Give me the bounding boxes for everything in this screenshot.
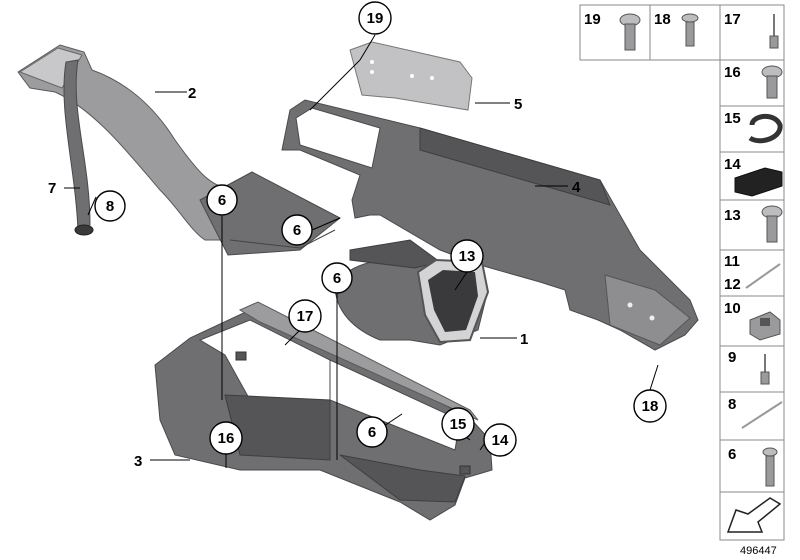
key-label-14: 14: [724, 156, 741, 173]
key-label-13: 13: [724, 207, 741, 224]
key-label-8: 8: [728, 396, 736, 413]
svg-text:17: 17: [297, 308, 314, 325]
svg-text:6: 6: [293, 222, 301, 239]
circled-callout-6: 6: [206, 184, 238, 216]
clamp-icon: [748, 113, 783, 144]
circled-callout-13: 13: [450, 239, 484, 273]
screw-icon: [761, 65, 783, 99]
screw-icon: [681, 13, 699, 47]
rivet-icon: [769, 14, 779, 49]
svg-text:16: 16: [218, 430, 235, 447]
key-label-6: 6: [728, 446, 736, 463]
svg-text:8: 8: [106, 198, 114, 215]
circled-callout-6: 6: [321, 262, 353, 294]
svg-text:6: 6: [218, 192, 226, 209]
svg-text:14: 14: [492, 432, 509, 449]
svg-text:15: 15: [450, 416, 467, 433]
cable-tie-icon: [745, 263, 781, 289]
circled-callout-14: 14: [483, 423, 517, 457]
clip-nut-icon: [749, 311, 781, 341]
screw-icon: [761, 205, 783, 243]
svg-text:19: 19: [367, 10, 384, 27]
foam-block-icon: [734, 167, 783, 197]
key-label-10: 10: [724, 300, 741, 317]
screw-icon: [619, 13, 641, 51]
callout-2: 2: [188, 85, 196, 102]
part-foam-strip: [349, 41, 473, 111]
leader-lines: [64, 34, 659, 468]
diagram-id: 496447: [740, 545, 777, 557]
key-label-12: 12: [724, 276, 741, 293]
callout-5: 5: [514, 96, 522, 113]
circled-callout-6: 6: [356, 416, 388, 448]
callout-4: 4: [572, 179, 581, 196]
key-label-17: 17: [724, 11, 741, 28]
key-label-16: 16: [724, 64, 741, 81]
part-hose: [63, 59, 94, 236]
callout-1: 1: [520, 331, 528, 348]
circled-callout-16: 16: [209, 421, 243, 455]
svg-text:6: 6: [368, 424, 376, 441]
part-outlet-duct: [334, 239, 490, 346]
key-label-11: 11: [724, 253, 740, 270]
key-label-18: 18: [654, 11, 671, 28]
key-label-19: 19: [584, 11, 601, 28]
circled-callout-19: 19: [358, 1, 392, 35]
key-label-15: 15: [724, 110, 741, 127]
circled-callout-17: 17: [288, 299, 322, 333]
key-panel: 19 18 17 16 15 14 13 11: [579, 4, 785, 541]
key-label-9: 9: [728, 349, 736, 366]
arrow-icon: [726, 497, 782, 533]
circled-callout-18: 18: [633, 389, 667, 423]
callout-7: 7: [48, 180, 56, 197]
svg-text:6: 6: [333, 270, 341, 287]
callout-3: 3: [134, 453, 142, 470]
svg-text:13: 13: [459, 248, 476, 265]
rivet-icon: [760, 354, 770, 385]
circled-callout-8: 8: [94, 190, 126, 222]
screw-icon: [762, 447, 778, 487]
cable-tie-icon: [741, 401, 783, 429]
circled-callout-6: 6: [281, 214, 313, 246]
circled-callout-15: 15: [441, 407, 475, 441]
svg-text:18: 18: [642, 398, 659, 415]
